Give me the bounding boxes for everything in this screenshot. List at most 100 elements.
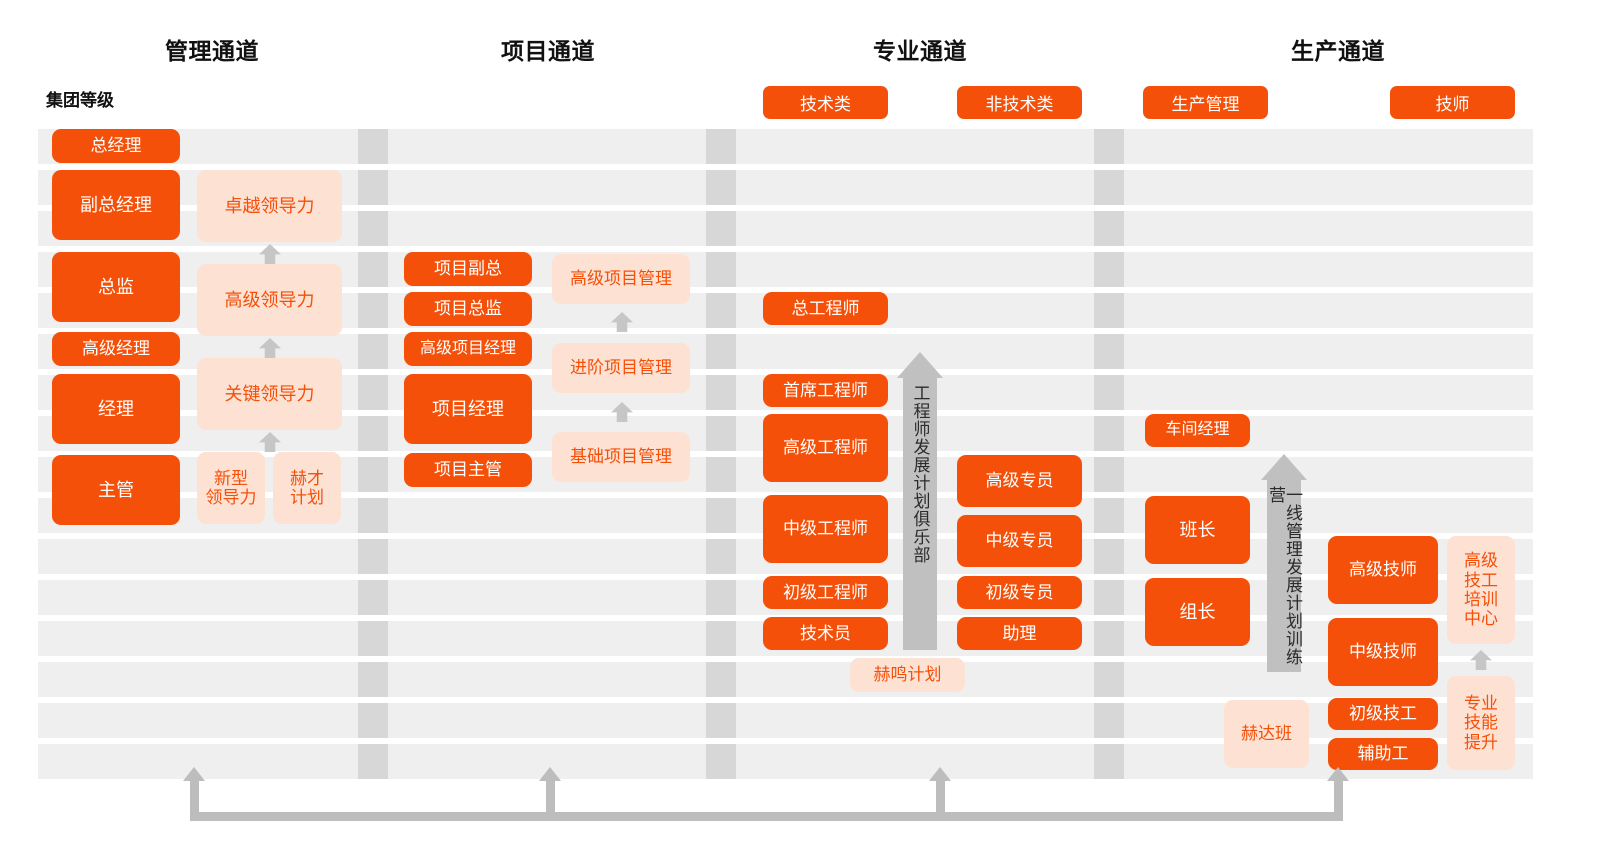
channel-separator-block (1094, 170, 1124, 205)
channel-separator-block (706, 621, 736, 656)
technician-role-box[interactable]: 高级技师 (1328, 536, 1438, 604)
channel-separator-block (358, 129, 388, 164)
project-role-box[interactable]: 项目经理 (404, 374, 532, 444)
channel-separator-block (358, 580, 388, 615)
category-chip-1[interactable]: 技术类 (763, 86, 888, 119)
project-role-box[interactable]: 高级项目经理 (404, 332, 532, 366)
channel-title-1: 管理通道 (165, 38, 259, 64)
category-chip-3[interactable]: 生产管理 (1143, 86, 1268, 119)
channel-separator-block (1094, 375, 1124, 410)
project-program-box[interactable]: 高级项目管理 (552, 254, 690, 304)
channel-title-3: 专业通道 (873, 38, 967, 64)
channel-separator-block (706, 334, 736, 369)
engineer-development-arrow: 工程师发展计划俱乐部 (897, 352, 943, 650)
technical-role-box[interactable]: 技术员 (763, 617, 888, 650)
channel-separator-block (358, 498, 388, 533)
channel-separator-block (1094, 539, 1124, 574)
technical-role-box[interactable]: 初级工程师 (763, 576, 888, 609)
channel-separator-block (358, 293, 388, 328)
channel-separator-block (358, 539, 388, 574)
channel-separator-block (1094, 580, 1124, 615)
connector-tick-arrow-icon (183, 767, 205, 781)
channel-title-4: 生产通道 (1291, 38, 1385, 64)
technical-role-box[interactable]: 中级工程师 (763, 495, 888, 563)
channel-separator-block (706, 293, 736, 328)
project-program-box[interactable]: 进阶项目管理 (552, 343, 690, 393)
production-program-box[interactable]: 高级 技工 培训 中心 (1447, 536, 1515, 644)
channel-separator-block (1094, 498, 1124, 533)
channel-separator-block (1094, 334, 1124, 369)
arrow-label: 一线管理发展计划训练营 (1266, 486, 1302, 666)
production-management-role-box[interactable]: 车间经理 (1145, 414, 1250, 447)
channel-separator-block (706, 211, 736, 246)
category-chip-2[interactable]: 非技术类 (957, 86, 1082, 119)
grade-axis-label: 集团等级 (46, 91, 114, 110)
channel-separator-block (706, 252, 736, 287)
channel-title-2: 项目通道 (501, 38, 595, 64)
channel-separator-block (706, 703, 736, 738)
channel-separator-block (358, 211, 388, 246)
management-grade-box[interactable]: 总监 (52, 252, 180, 322)
channel-separator-block (706, 457, 736, 492)
channel-separator-block (1094, 703, 1124, 738)
connector-tick-stem (936, 780, 945, 812)
production-program-box[interactable]: 专业 技能 提升 (1447, 676, 1515, 770)
category-chip-4[interactable]: 技师 (1390, 86, 1515, 119)
technical-role-box[interactable]: 高级工程师 (763, 414, 888, 482)
management-grade-box[interactable]: 高级经理 (52, 332, 180, 366)
channel-separator-block (1094, 416, 1124, 451)
project-program-box[interactable]: 基础项目管理 (552, 432, 690, 482)
channel-separator-block (706, 744, 736, 779)
channel-separator-block (1094, 662, 1124, 697)
bottom-connector-bar (190, 812, 1343, 821)
nontechnical-role-box[interactable]: 初级专员 (957, 576, 1082, 609)
technician-role-box[interactable]: 辅助工 (1328, 738, 1438, 770)
arrow-head-icon (1261, 454, 1307, 480)
channel-separator-block (706, 662, 736, 697)
arrow-label: 工程师发展计划俱乐部 (910, 384, 930, 564)
nontechnical-role-box[interactable]: 中级专员 (957, 515, 1082, 567)
production-management-role-box[interactable]: 班长 (1145, 496, 1250, 564)
project-role-box[interactable]: 项目副总 (404, 252, 532, 286)
leadership-program-box[interactable]: 高级领导力 (197, 264, 342, 336)
channel-separator-block (358, 252, 388, 287)
channel-separator-block (1094, 621, 1124, 656)
nontechnical-role-box[interactable]: 助理 (957, 617, 1082, 650)
project-role-box[interactable]: 项目总监 (404, 292, 532, 326)
frontline-management-arrow: 一线管理发展计划训练营 (1261, 454, 1307, 672)
leadership-program-box[interactable]: 卓越领导力 (197, 170, 342, 242)
production-management-role-box[interactable]: 组长 (1145, 578, 1250, 646)
channel-separator-block (1094, 293, 1124, 328)
leadership-program-box[interactable]: 关键领导力 (197, 358, 342, 430)
channel-separator-block (358, 744, 388, 779)
management-grade-box[interactable]: 经理 (52, 374, 180, 444)
grade-row-band (38, 662, 1533, 697)
channel-separator-block (358, 375, 388, 410)
channel-separator-block (358, 662, 388, 697)
connector-tick-stem (190, 780, 199, 812)
technician-role-box[interactable]: 初级技工 (1328, 698, 1438, 730)
channel-separator-block (706, 129, 736, 164)
channel-separator-block (358, 170, 388, 205)
arrow-head-icon (897, 352, 943, 378)
technician-role-box[interactable]: 中级技师 (1328, 618, 1438, 686)
channel-separator-block (358, 457, 388, 492)
management-grade-box[interactable]: 主管 (52, 455, 180, 525)
connector-tick-arrow-icon (929, 767, 951, 781)
technical-role-box[interactable]: 总工程师 (763, 292, 888, 325)
leadership-program-box[interactable]: 新型 领导力 (197, 452, 265, 524)
grade-row-band (38, 129, 1533, 164)
connector-tick-stem (546, 780, 555, 812)
management-grade-box[interactable]: 副总经理 (52, 170, 180, 240)
leadership-program-box[interactable]: 赫才 计划 (273, 452, 341, 524)
production-program-box[interactable]: 赫达班 (1224, 700, 1309, 768)
nontechnical-role-box[interactable]: 高级专员 (957, 455, 1082, 507)
channel-separator-block (706, 375, 736, 410)
professional-program-box[interactable]: 赫鸣计划 (850, 658, 965, 692)
management-grade-box[interactable]: 总经理 (52, 129, 180, 163)
channel-separator-block (1094, 129, 1124, 164)
channel-separator-block (706, 170, 736, 205)
project-role-box[interactable]: 项目主管 (404, 453, 532, 487)
channel-separator-block (706, 498, 736, 533)
technical-role-box[interactable]: 首席工程师 (763, 374, 888, 407)
